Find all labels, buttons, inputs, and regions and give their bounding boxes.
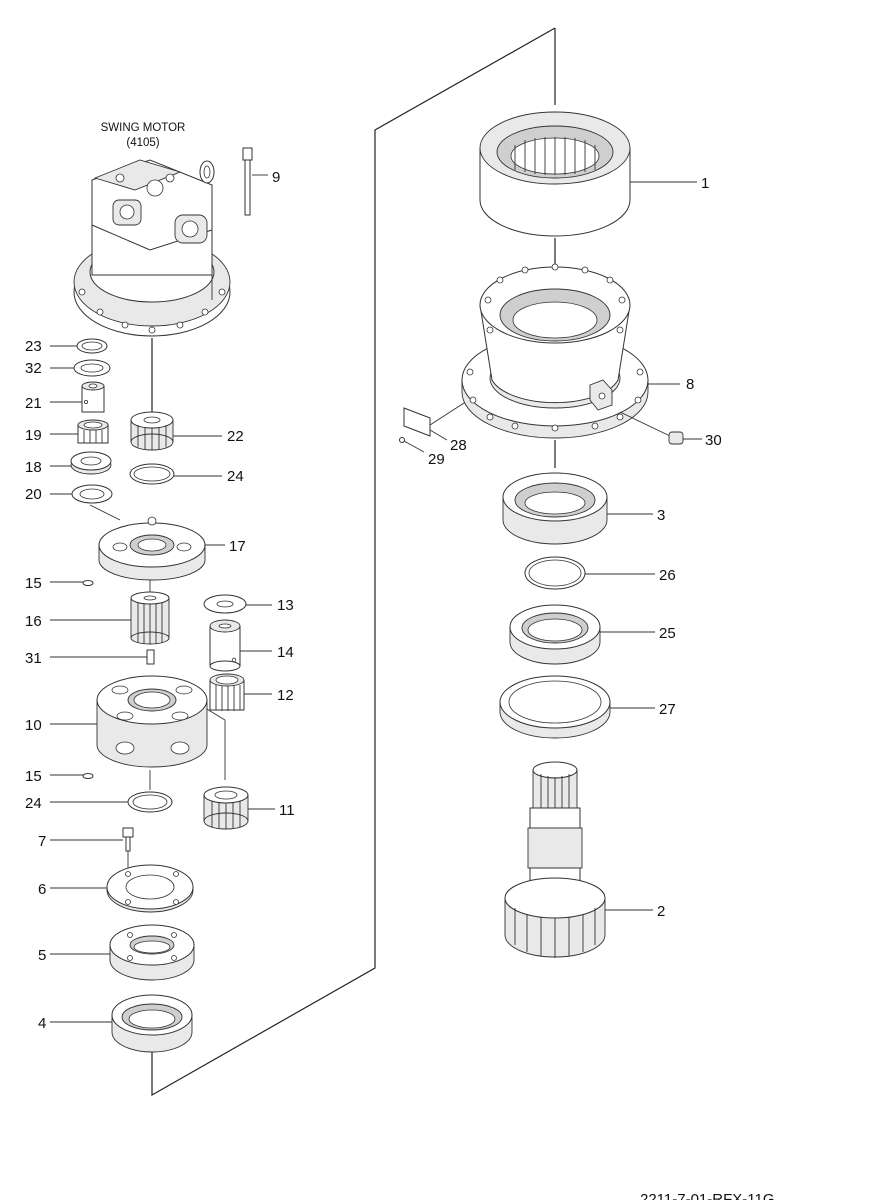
callout-27: 27 <box>659 701 676 718</box>
part-31-pin <box>50 649 155 665</box>
part-4-bearing <box>50 994 193 1053</box>
callout-16: 16 <box>25 613 42 630</box>
part-25-seal <box>509 604 655 665</box>
part-15-pin-lower <box>50 773 94 779</box>
callout-26: 26 <box>659 567 676 584</box>
part-19-needle-bearing <box>50 419 109 444</box>
part-24-ring-upper <box>129 463 222 485</box>
part-27-retainer-ring <box>499 675 655 739</box>
callout-30: 30 <box>705 432 722 449</box>
part-7-bolt <box>50 827 134 852</box>
callout-32: 32 <box>25 360 42 377</box>
housing-flange-holes <box>466 263 644 432</box>
part-3-bearing <box>502 472 653 545</box>
motor-flange-holes <box>78 288 226 334</box>
part-10-planet-carrier <box>50 675 208 768</box>
part-18-gear <box>50 451 112 475</box>
part-8-housing <box>461 263 680 439</box>
motor-code: (4105) <box>126 137 159 149</box>
callout-13: 13 <box>277 597 294 614</box>
part-1-ring-gear <box>479 111 697 237</box>
part-13-thrust-washer <box>203 594 272 614</box>
callout-31: 31 <box>25 650 42 667</box>
pinion-teeth <box>514 908 596 958</box>
callout-4: 4 <box>38 1015 46 1032</box>
part-12-needle-bearing <box>209 673 272 711</box>
drawing-code: 2211-7-01-RFX-11G <box>640 1191 775 1200</box>
callout-28: 28 <box>450 437 467 454</box>
callout-22: 22 <box>227 428 244 445</box>
swing-motor <box>73 159 231 337</box>
callout-15-lower: 15 <box>25 768 42 785</box>
callout-8: 8 <box>686 376 694 393</box>
part-5-collar <box>50 924 195 981</box>
callout-1: 1 <box>701 175 709 192</box>
part-9-bolt <box>242 147 268 216</box>
callout-2: 2 <box>657 903 665 920</box>
callout-15-upper: 15 <box>25 575 42 592</box>
callout-25: 25 <box>659 625 676 642</box>
callout-29: 29 <box>428 451 445 468</box>
part-14-bushing <box>209 619 272 672</box>
callout-19: 19 <box>25 427 42 444</box>
part-21-bushing <box>50 381 105 413</box>
callout-5: 5 <box>38 947 46 964</box>
callout-9: 9 <box>272 169 280 186</box>
part-28-name-plate <box>403 407 448 441</box>
callout-21: 21 <box>25 395 42 412</box>
callout-6: 6 <box>38 881 46 898</box>
part-22-sun-gear <box>130 411 222 451</box>
motor-title: SWING MOTOR <box>101 122 186 134</box>
callout-10: 10 <box>25 717 42 734</box>
part-29-rivet <box>399 437 425 453</box>
part-15-pin-upper <box>50 580 94 586</box>
part-17-carrier <box>98 516 225 581</box>
part-20-washer <box>50 484 113 504</box>
callout-11: 11 <box>279 802 295 819</box>
callout-12: 12 <box>277 687 294 704</box>
part-23-snap-ring <box>50 338 108 354</box>
callout-14: 14 <box>277 644 294 661</box>
part-30-plug <box>619 411 702 445</box>
callout-23: 23 <box>25 338 42 355</box>
part-32-washer <box>50 359 111 377</box>
ring-gear-teeth <box>514 137 596 175</box>
part-24-ring-lower <box>50 791 173 813</box>
part-6-plate <box>50 864 194 913</box>
part-2-pinion-shaft <box>504 761 653 958</box>
callout-24-upper: 24 <box>227 468 244 485</box>
callout-3: 3 <box>657 507 665 524</box>
callout-24-lower: 24 <box>25 795 42 812</box>
callout-18: 18 <box>25 459 42 476</box>
callout-17: 17 <box>229 538 246 555</box>
part-16-planet-gear <box>50 591 170 645</box>
part-11-planet-gear <box>203 786 275 830</box>
part-26-ring <box>524 556 655 590</box>
callout-7: 7 <box>38 833 46 850</box>
callout-20: 20 <box>25 486 42 503</box>
